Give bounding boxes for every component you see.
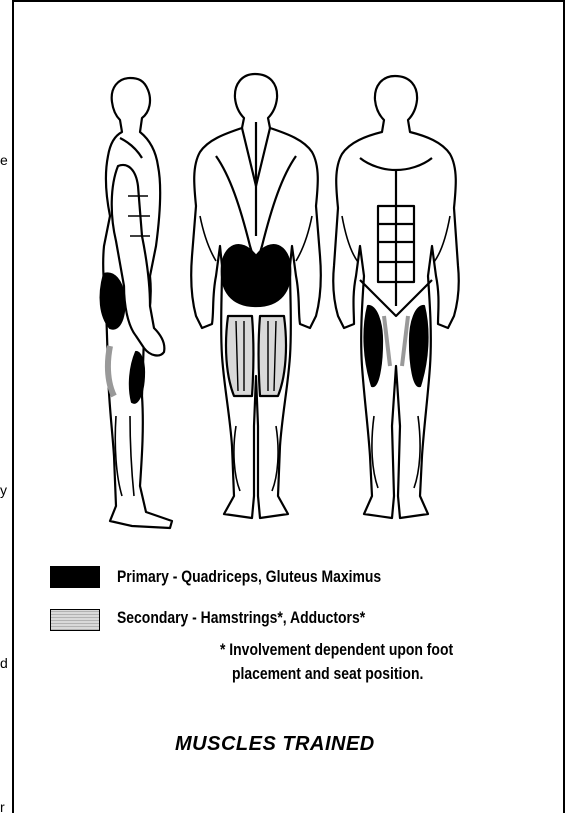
edge-text-fragment: r <box>0 800 5 814</box>
back-view-figure <box>191 74 321 518</box>
edge-text-fragment: y <box>0 483 7 497</box>
diagram-title: MUSCLES TRAINED <box>175 733 375 756</box>
secondary-swatch <box>50 609 100 631</box>
primary-legend-label: Primary - Quadriceps, Gluteus Maximus <box>117 567 381 587</box>
front-view-figure <box>333 76 459 518</box>
muscle-anatomy-figures-icon <box>70 66 500 541</box>
primary-swatch <box>50 566 100 588</box>
side-view-figure <box>101 78 172 528</box>
edge-text-fragment: e <box>0 153 8 167</box>
edge-text-fragment: d <box>0 656 8 670</box>
secondary-legend-label: Secondary - Hamstrings*, Adductors* <box>117 608 365 628</box>
footnote-line-1: * Involvement dependent upon foot <box>220 640 453 660</box>
footnote-line-2: placement and seat position. <box>232 664 423 684</box>
